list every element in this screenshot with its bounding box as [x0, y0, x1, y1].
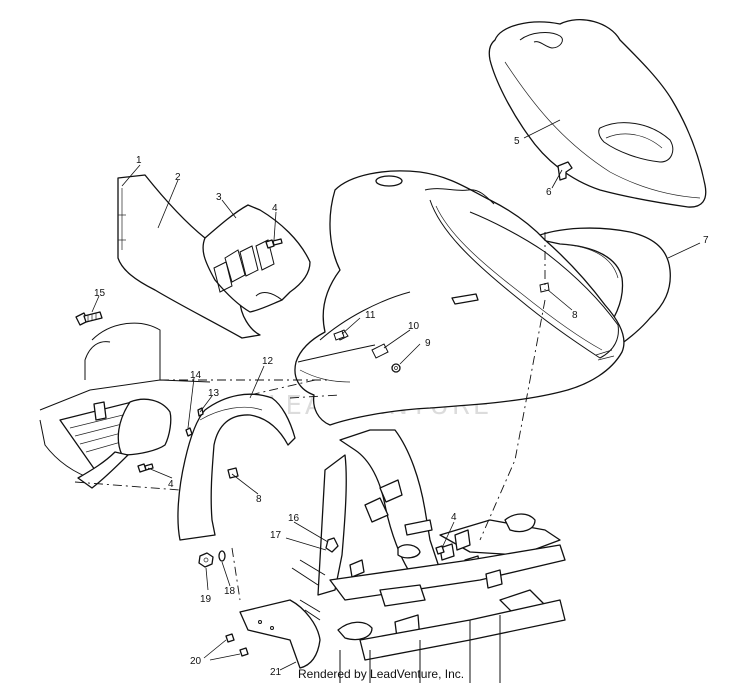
- seat: [488, 19, 707, 208]
- side-panel: [117, 174, 261, 339]
- callout-label: 7: [703, 235, 709, 246]
- callout-label: 9: [425, 338, 431, 349]
- seat-clip: [557, 161, 573, 181]
- front-body: [294, 170, 625, 426]
- front-floor: [39, 322, 211, 489]
- leader-lines: [91, 119, 701, 671]
- callout-label: 5: [514, 136, 520, 147]
- callout-label: 17: [270, 530, 282, 541]
- callout-label: 16: [288, 513, 300, 524]
- callout-label: 1: [136, 155, 142, 166]
- alignment-lines: [74, 232, 546, 601]
- callout-label: 2: [175, 172, 181, 183]
- callout-label: 11: [365, 310, 376, 321]
- callout-label: 8: [256, 494, 262, 505]
- callout-label: 6: [546, 187, 552, 198]
- callout-labels: 1 2 3 4 5 6 7 8 9 10 11 12 13 14 15 4 8 …: [94, 136, 709, 678]
- callout-label: 3: [216, 192, 222, 203]
- callout-label: 21: [270, 667, 282, 678]
- callout-label: 4: [272, 203, 278, 214]
- callout-label: 18: [224, 586, 236, 597]
- fender-flare: [177, 393, 296, 541]
- callout-label: 20: [190, 656, 202, 667]
- shield-plate: [239, 599, 321, 669]
- callout-label: 14: [190, 370, 202, 381]
- credit-text: Rendered by LeadVenture, Inc.: [298, 667, 464, 681]
- callout-label: 4: [451, 512, 457, 523]
- callout-label: 12: [262, 356, 274, 367]
- rear-fender: [531, 227, 671, 351]
- callout-label: 8: [572, 310, 578, 321]
- callout-label: 10: [408, 321, 420, 332]
- callout-label: 19: [200, 594, 212, 605]
- frame: [291, 429, 566, 683]
- floor-panel: [202, 204, 311, 313]
- callout-label: 15: [94, 288, 106, 299]
- callout-label: 13: [208, 388, 220, 399]
- callout-label: 4: [168, 479, 174, 490]
- hardware: [75, 238, 445, 657]
